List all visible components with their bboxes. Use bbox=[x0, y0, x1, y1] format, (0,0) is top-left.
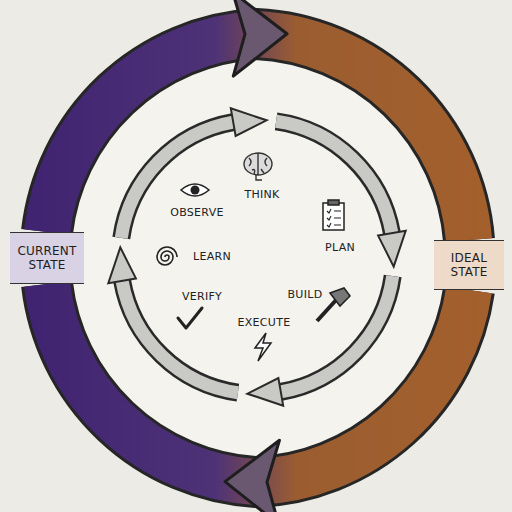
cycle-arc bbox=[121, 122, 233, 238]
step-label: LEARN bbox=[193, 250, 231, 263]
step-label: EXECUTE bbox=[238, 316, 291, 329]
state-band: IDEAL STATE bbox=[434, 240, 504, 290]
cycle-arc bbox=[276, 121, 392, 233]
arc-band bbox=[47, 284, 469, 482]
spiral-icon bbox=[157, 247, 177, 265]
arc-arrowhead bbox=[47, 34, 469, 240]
cycle-arc bbox=[122, 281, 238, 393]
cycle-arc bbox=[281, 276, 393, 392]
lightning-icon bbox=[255, 333, 271, 361]
arc-arrowhead bbox=[47, 284, 469, 482]
cycle-arc bbox=[276, 121, 392, 233]
check-icon bbox=[178, 308, 202, 328]
cycle-arc bbox=[281, 276, 393, 392]
eye-icon bbox=[181, 184, 209, 196]
cycle-head bbox=[247, 378, 283, 406]
state-label: IDEAL STATE bbox=[436, 251, 502, 279]
step-label: THINK bbox=[244, 188, 279, 201]
cycle-head bbox=[108, 247, 136, 283]
brain-icon bbox=[244, 153, 272, 180]
inner-cycle bbox=[108, 108, 405, 405]
step-label: VERIFY bbox=[182, 290, 222, 303]
step-label: OBSERVE bbox=[170, 206, 224, 219]
state-label: CURRENT STATE bbox=[12, 244, 82, 272]
arc-band bbox=[47, 34, 469, 240]
step-label: PLAN bbox=[325, 241, 355, 254]
cycle-arc bbox=[122, 281, 238, 393]
state-arc bbox=[47, 34, 469, 240]
cycle-head bbox=[378, 231, 406, 267]
cycle-arc bbox=[121, 122, 233, 238]
state-arc bbox=[47, 284, 469, 482]
state-band: CURRENT STATE bbox=[10, 232, 84, 284]
arc-outline bbox=[47, 284, 469, 482]
arc-outline bbox=[47, 34, 469, 240]
step-label: BUILD bbox=[288, 288, 323, 301]
cycle-head bbox=[231, 108, 267, 136]
clipboard-icon bbox=[323, 200, 344, 230]
